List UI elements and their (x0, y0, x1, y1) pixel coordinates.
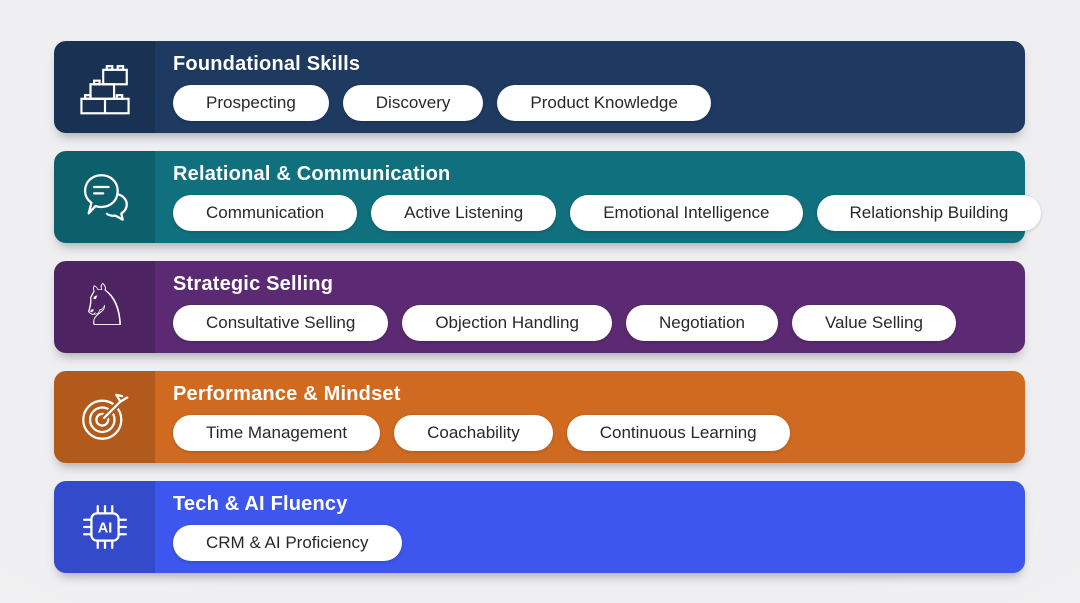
tag-list: Communication Active Listening Emotional I… (173, 195, 1042, 231)
category-title: Tech & AI Fluency (173, 493, 348, 515)
category-content: Tech & AI Fluency CRM & AI Proficiency (155, 481, 1025, 573)
skill-tag: Objection Handling (402, 305, 612, 341)
target-arrow-icon (81, 393, 128, 440)
skill-tag: Continuous Learning (566, 415, 790, 451)
category-icon-cell: AI (54, 481, 155, 573)
category-icon-cell (54, 41, 155, 133)
skill-tag: Product Knowledge (497, 85, 711, 121)
category-content: Strategic Selling Consultative Selling Ob… (155, 261, 1025, 353)
category-row-performance-mindset: Performance & Mindset Time Management Coa… (54, 371, 1025, 463)
category-row-relational-communication: Relational & Communication Communication… (54, 151, 1042, 243)
skill-tag: CRM & AI Proficiency (173, 525, 402, 561)
category-content: Performance & Mindset Time Management Coa… (155, 371, 1025, 463)
category-title: Strategic Selling (173, 273, 334, 295)
skill-tag: Value Selling (791, 305, 956, 341)
ai-chip-icon: AI (82, 505, 127, 549)
skill-tag: Emotional Intelligence (570, 195, 803, 231)
skill-tag: Relationship Building (816, 195, 1042, 231)
skill-tag: Negotiation (625, 305, 778, 341)
skill-tag: Time Management (173, 415, 381, 451)
tag-list: Time Management Coachability Continuous Le… (173, 415, 1011, 451)
category-icon-cell (54, 151, 155, 243)
tag-list: Prospecting Discovery Product Knowledge (173, 85, 1011, 121)
skill-tag: Communication (173, 195, 358, 231)
category-row-tech-ai-fluency: AI Tech & AI Fluency CRM & AI Proficienc… (54, 481, 1025, 573)
ai-chip-label: AI (97, 520, 112, 536)
skill-tag: Active Listening (371, 195, 557, 231)
skill-tag: Discovery (342, 85, 484, 121)
category-row-strategic-selling: ♘ Strategic Selling Consultative Selling… (54, 261, 1025, 353)
category-content: Relational & Communication Communication… (155, 151, 1042, 243)
category-title: Performance & Mindset (173, 383, 401, 405)
skill-tag: Coachability (394, 415, 553, 451)
category-title: Foundational Skills (173, 53, 361, 75)
category-row-foundational-skills: Foundational Skills Prospecting Discovery… (54, 41, 1025, 133)
category-icon-cell (54, 371, 155, 463)
chat-bubbles-icon (83, 174, 128, 221)
tag-list: CRM & AI Proficiency (173, 525, 1011, 561)
category-title: Relational & Communication (173, 163, 451, 185)
category-content: Foundational Skills Prospecting Discovery… (155, 41, 1025, 133)
chess-knight-icon: ♘ (78, 271, 131, 339)
tag-list: Consultative Selling Objection Handling Ne… (173, 305, 1011, 341)
skill-tag: Prospecting (173, 85, 329, 121)
category-icon-cell: ♘ (54, 261, 155, 353)
building-blocks-icon (79, 65, 130, 115)
skill-tag: Consultative Selling (173, 305, 389, 341)
